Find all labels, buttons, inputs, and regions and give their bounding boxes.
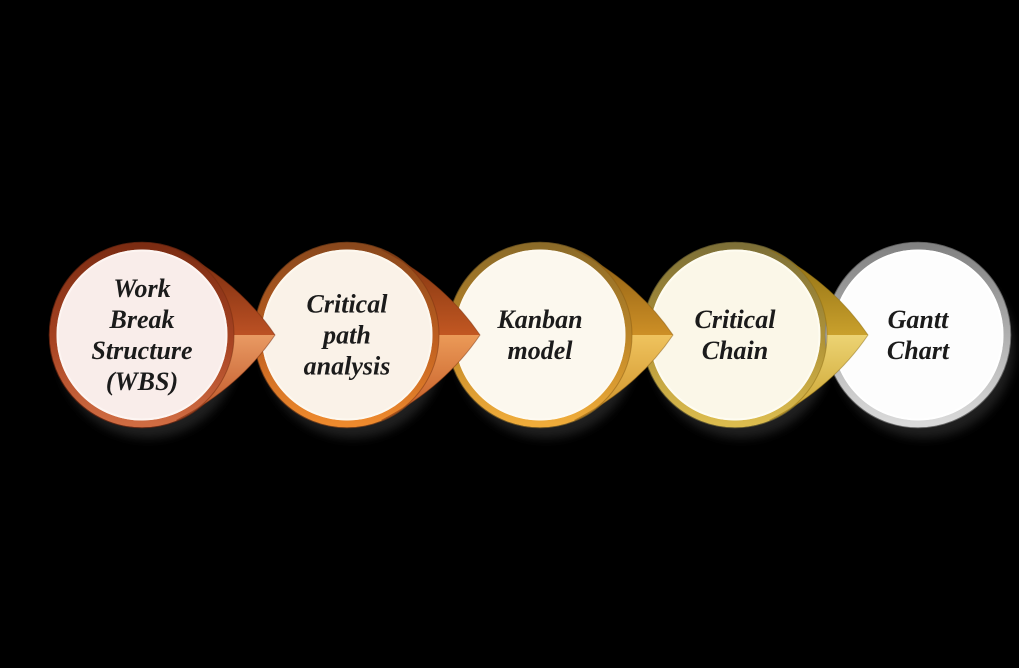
step-3-label: Kanban model	[497, 305, 583, 365]
step-5-label: Gantt Chart	[886, 305, 950, 365]
connector-3-arrow-upper	[574, 249, 673, 335]
step-1-inner-rim	[56, 249, 228, 421]
connector-1-arrow-lower	[176, 335, 275, 421]
step-3-node	[446, 241, 636, 438]
step-4-label: Critical Chain	[694, 305, 776, 365]
step-1-circle	[49, 242, 235, 428]
step-4-node	[641, 241, 831, 438]
connector-4-arrow	[769, 249, 869, 421]
connector-3-arrow	[574, 249, 674, 421]
step-5-node	[824, 241, 1014, 438]
connector-1-arrow-upper	[176, 249, 275, 335]
connector-2-arrow	[381, 249, 481, 421]
connector-2-arrow-lower	[381, 335, 480, 421]
connector-4-arrow-outline	[769, 249, 869, 421]
connector-1-arrow-outline	[176, 249, 276, 421]
step-5-outline	[824, 241, 1012, 429]
connector-1-arrow	[176, 249, 276, 421]
step-1-label: Work Break Structure (WBS)	[91, 274, 193, 396]
connector-4-arrow-lower	[769, 335, 868, 421]
connector-3-arrow-outline	[574, 249, 674, 421]
step-2-label: Critical path analysis	[303, 289, 391, 381]
connector-2-arrow-outline	[381, 249, 481, 421]
connector-2-arrow-upper	[381, 249, 480, 335]
connector-3-arrow-lower	[574, 335, 673, 421]
connector-4-arrow-upper	[769, 249, 868, 335]
